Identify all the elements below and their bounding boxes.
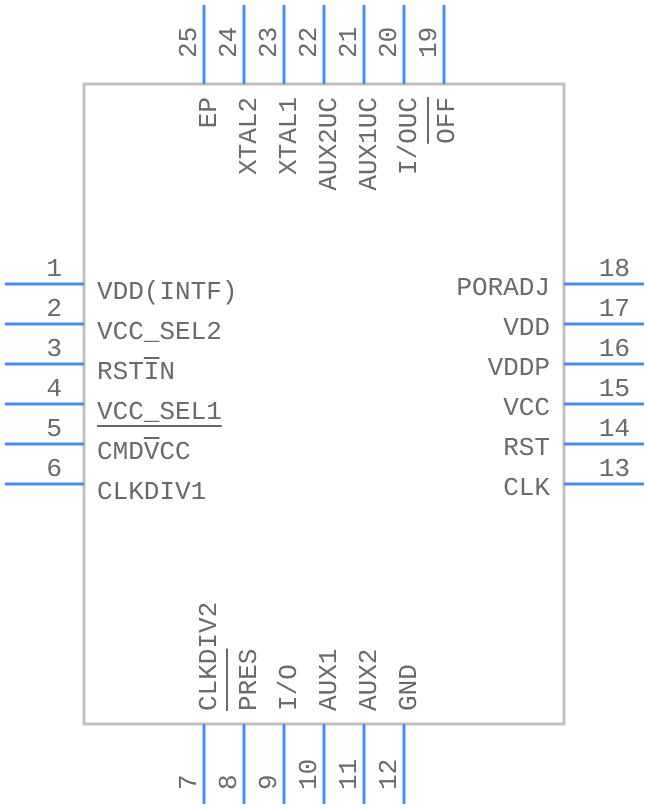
pin-name: AUX1	[314, 649, 344, 711]
pin-7[interactable]: 7 CLKDIV2	[174, 602, 224, 804]
pin-number: 25	[174, 27, 204, 58]
pin-name: I/OUC	[394, 97, 424, 175]
pin-number: 23	[254, 27, 284, 58]
pin-number: 18	[599, 254, 630, 284]
pin-name: VCC	[503, 393, 550, 423]
pin-number: 9	[254, 774, 284, 790]
pin-name: CMDVCC	[97, 437, 191, 467]
pin-10[interactable]: 10 AUX1	[294, 649, 344, 804]
pin-name: OFF	[432, 97, 462, 144]
pin-name: RSTIN	[97, 357, 175, 387]
pin-name: XTAL1	[274, 97, 304, 175]
pin-name: VDD	[503, 313, 550, 343]
pin-20[interactable]: 20I/OUC	[374, 5, 424, 175]
pin-number: 7	[174, 774, 204, 790]
pin-number: 14	[599, 414, 630, 444]
pin-name: EP	[194, 97, 224, 128]
pin-name: XTAL2	[234, 97, 264, 175]
pin-name: PORADJ	[456, 273, 550, 303]
pin-number: 6	[46, 454, 62, 484]
pin-name: I/O	[274, 664, 304, 711]
pin-number: 16	[599, 334, 630, 364]
pin-number: 11	[334, 759, 364, 790]
pin-number: 1	[46, 254, 62, 284]
pin-name: AUX2UC	[314, 97, 344, 191]
top-pins: 25EP24XTAL223XTAL122AUX2UC21AUX1UC20I/OU…	[174, 5, 462, 191]
pin-name: CLKDIV2	[194, 602, 224, 711]
pin-9[interactable]: 9 I/O	[254, 664, 304, 804]
pin-number: 3	[46, 334, 62, 364]
pin-number: 22	[294, 27, 324, 58]
pin-number: 21	[334, 27, 364, 58]
pin-name: VCC_SEL2	[97, 317, 222, 347]
pin-8[interactable]: 8 PRES	[214, 649, 264, 804]
pin-name: RST	[503, 433, 550, 463]
pin-number: 5	[46, 414, 62, 444]
pin-number: 20	[374, 27, 404, 58]
bottom-pins: 7 CLKDIV2 8 PRES 9 I/O 10 AUX1 11 AUX2 12 GND	[174, 602, 424, 804]
pin-name: PRES	[234, 649, 264, 711]
pin-12[interactable]: 12 GND	[374, 664, 424, 804]
pin-name: VCC_SEL1	[97, 397, 222, 427]
pin-number: 19	[414, 27, 444, 58]
pin-number: 13	[599, 454, 630, 484]
pin-number: 12	[374, 759, 404, 790]
pin-name: CLKDIV1	[97, 477, 206, 507]
overbars	[97, 97, 429, 711]
pin-number: 24	[214, 27, 244, 58]
pin-name: AUX1UC	[354, 97, 384, 191]
pin-name: CLK	[503, 473, 550, 503]
pin-name: VDDP	[488, 353, 550, 383]
pin-name: GND	[394, 664, 424, 711]
pin-number: 2	[46, 294, 62, 324]
pin-number: 8	[214, 774, 244, 790]
pin-name: VDD(INTF)	[97, 277, 237, 307]
pin-name: AUX2	[354, 649, 384, 711]
left-pins: 1VDD(INTF)2VCC_SEL23RSTIN4VCC_SEL15CMDVC…	[5, 254, 237, 507]
pin-number: 17	[599, 294, 630, 324]
pin-number: 10	[294, 759, 324, 790]
pin-number: 4	[46, 374, 62, 404]
pin-number: 15	[599, 374, 630, 404]
pin-11[interactable]: 11 AUX2	[334, 649, 384, 804]
